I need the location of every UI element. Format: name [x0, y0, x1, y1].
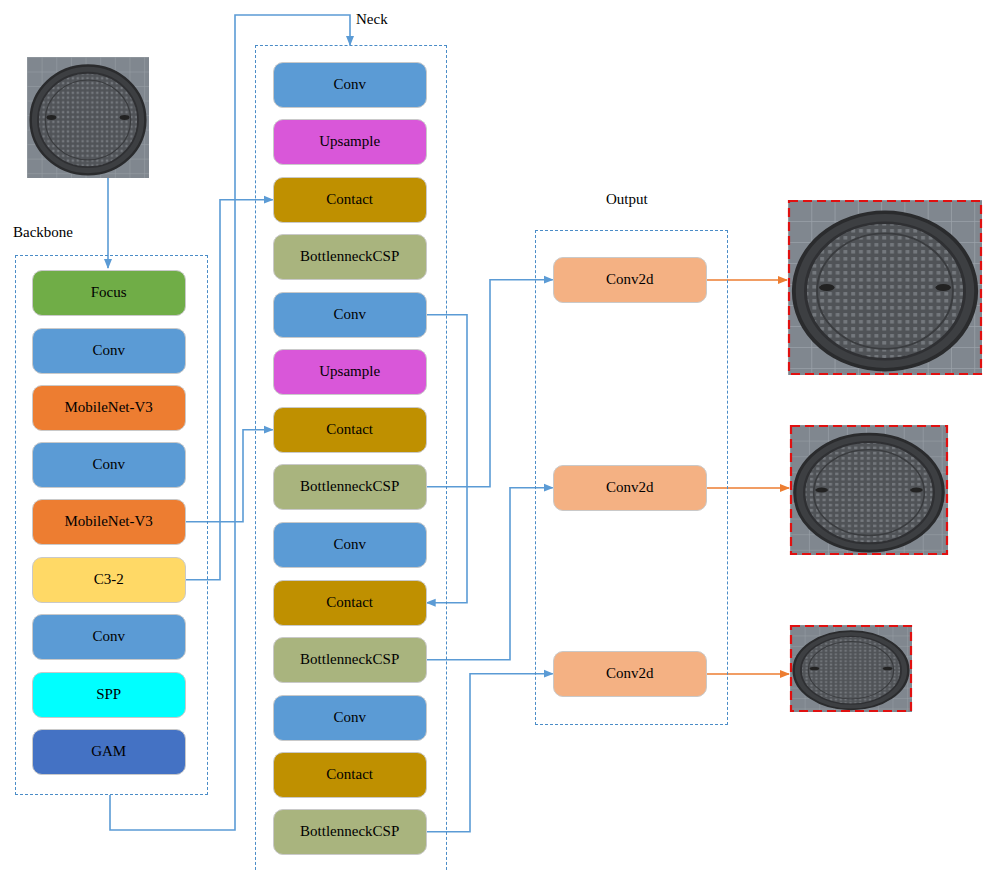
detection-box: [791, 426, 947, 554]
connector-arrow: [427, 488, 553, 660]
layer-label: Upsample: [319, 363, 380, 380]
group-heading: Neck: [356, 11, 388, 28]
layer-box: MobileNet-V3: [32, 499, 186, 545]
layer-box: Contact: [273, 752, 427, 798]
layer-box: Conv: [32, 328, 186, 374]
layer-label: Conv2d: [606, 479, 654, 496]
layer-label: Focus: [91, 284, 127, 301]
layer-box: SPP: [32, 672, 186, 718]
layer-box: Upsample: [273, 119, 427, 165]
layer-box: Conv: [273, 62, 427, 108]
layer-label: Upsample: [319, 133, 380, 150]
group-heading: Output: [606, 191, 648, 208]
detection-box: [791, 626, 911, 711]
layer-label: MobileNet-V3: [65, 513, 153, 530]
layer-label: SPP: [96, 686, 121, 703]
connector-arrow: [186, 200, 273, 580]
connector-arrow: [427, 674, 553, 832]
layer-box: BottlenneckCSP: [273, 234, 427, 280]
output-arrow: [706, 279, 787, 281]
layer-box: C3-2: [32, 557, 186, 603]
connector-arrow: [427, 280, 553, 487]
group-heading: Backbone: [13, 224, 73, 241]
layer-box: Focus: [32, 270, 186, 316]
layer-label: MobileNet-V3: [65, 399, 153, 416]
output-arrow: [706, 673, 789, 675]
layer-box: Conv2d: [553, 465, 707, 511]
module-group: BackboneFocusConvMobileNet-V3ConvMobileN…: [15, 255, 208, 795]
layer-label: Conv: [333, 306, 366, 323]
layer-box: MobileNet-V3: [32, 385, 186, 431]
layer-label: C3-2: [94, 571, 124, 588]
output-image: [788, 200, 982, 375]
layer-box: Contact: [273, 407, 427, 453]
layer-box: Conv: [273, 292, 427, 338]
connector-arrow: [186, 430, 273, 522]
layer-label: Conv2d: [606, 665, 654, 682]
layer-label: Contact: [326, 766, 373, 783]
layer-box: Contact: [273, 580, 427, 626]
layer-label: Conv: [92, 628, 125, 645]
layer-label: BottlenneckCSP: [300, 478, 399, 495]
module-group: OutputConv2dConv2dConv2d: [535, 230, 728, 725]
detection-box: [789, 201, 981, 374]
output-arrow: [706, 487, 789, 489]
layer-label: GAM: [91, 743, 126, 760]
layer-box: BottlenneckCSP: [273, 637, 427, 683]
layer-box: Conv: [273, 695, 427, 741]
layer-box: Conv: [32, 442, 186, 488]
layer-box: Conv2d: [553, 257, 707, 303]
layer-box: BottlenneckCSP: [273, 809, 427, 855]
layer-label: Contact: [326, 191, 373, 208]
layer-label: Conv: [92, 456, 125, 473]
layer-label: Conv: [333, 536, 366, 553]
layer-label: BottlenneckCSP: [300, 823, 399, 840]
layer-label: Conv: [92, 342, 125, 359]
output-image: [790, 425, 948, 555]
layer-box: BottlenneckCSP: [273, 464, 427, 510]
module-group: NeckConvUpsampleContactBottlenneckCSPCon…: [255, 45, 447, 870]
layer-box: Upsample: [273, 349, 427, 395]
layer-box: GAM: [32, 729, 186, 775]
layer-box: Conv2d: [553, 651, 707, 697]
layer-box: Contact: [273, 177, 427, 223]
layer-label: Conv: [333, 76, 366, 93]
layer-label: Contact: [326, 421, 373, 438]
layer-label: Conv2d: [606, 271, 654, 288]
input-image: [27, 57, 149, 178]
layer-label: Contact: [326, 594, 373, 611]
layer-label: Conv: [333, 709, 366, 726]
layer-box: Conv: [32, 614, 186, 660]
layer-label: BottlenneckCSP: [300, 651, 399, 668]
layer-label: BottlenneckCSP: [300, 248, 399, 265]
output-image: [790, 625, 912, 712]
layer-box: Conv: [273, 522, 427, 568]
